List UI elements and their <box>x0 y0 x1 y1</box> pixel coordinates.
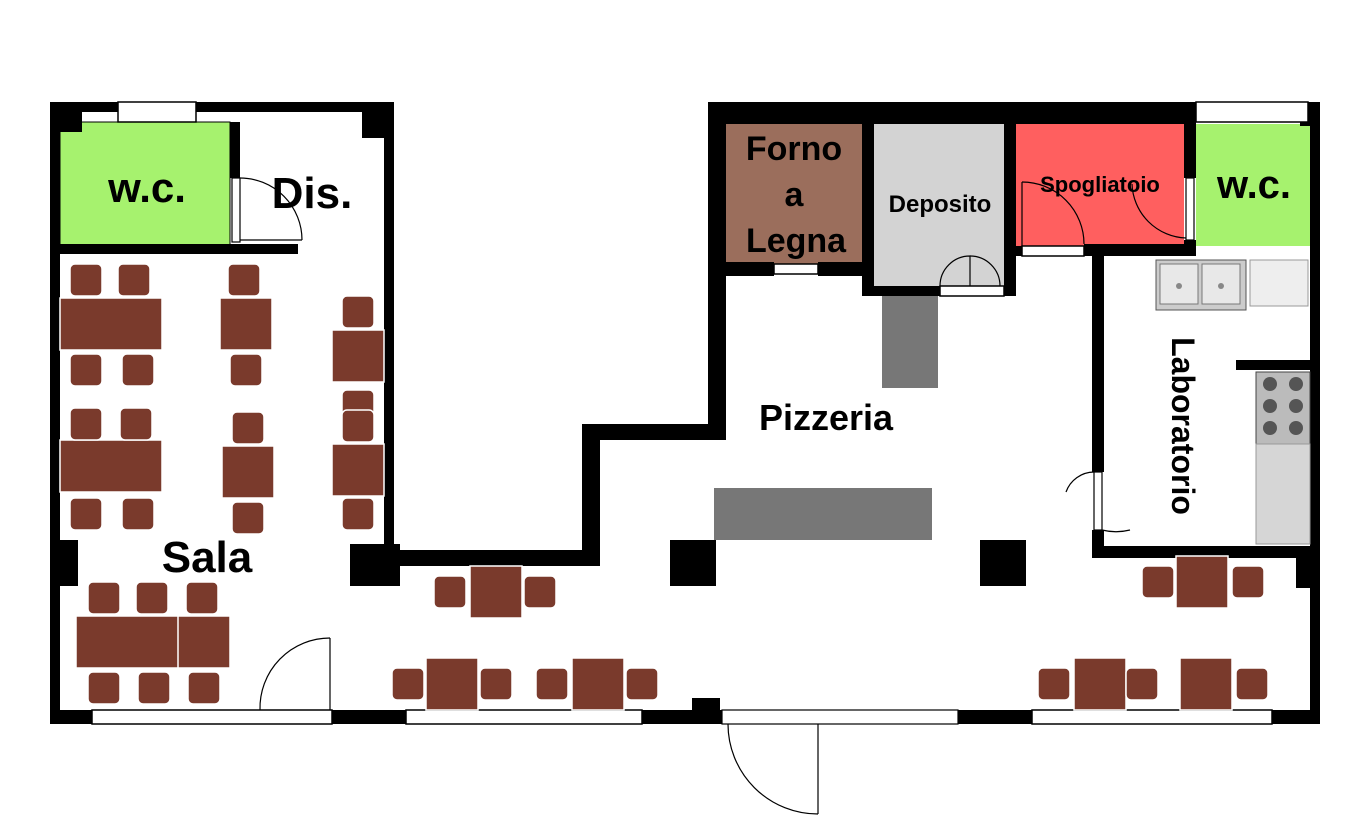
windows <box>91 101 1309 725</box>
table-icon <box>425 657 479 711</box>
chair-icon <box>227 263 261 297</box>
chair-icon <box>187 671 221 705</box>
table-icon <box>331 443 385 497</box>
table-icon <box>1179 657 1233 711</box>
table-icon <box>331 329 385 383</box>
chair-icon <box>137 671 171 705</box>
table-icon <box>1073 657 1127 711</box>
counter-main <box>714 488 932 540</box>
walls <box>50 102 1320 724</box>
stove-icon <box>1255 371 1311 545</box>
chair-icon <box>535 667 569 701</box>
chair-icon <box>87 581 121 615</box>
chair-icon <box>185 581 219 615</box>
chair-icon <box>1231 565 1265 599</box>
chair-icon <box>1141 565 1175 599</box>
pizzeria-label: Pizzeria <box>759 397 894 438</box>
wc-left-label: w.c. <box>107 164 186 211</box>
chair-icon <box>121 497 155 531</box>
deposito-label: Deposito <box>889 191 992 218</box>
dis-label: Dis. <box>272 169 353 218</box>
chair-icon <box>119 407 153 441</box>
chair-icon <box>229 353 263 387</box>
forno-room <box>726 124 862 264</box>
chair-icon <box>69 497 103 531</box>
wc-right-room <box>1196 124 1310 246</box>
table-icon <box>221 445 275 499</box>
furniture <box>59 263 1269 711</box>
table-icon <box>59 439 163 493</box>
chair-icon <box>1125 667 1159 701</box>
chair-icon <box>69 407 103 441</box>
table-icon <box>219 297 273 351</box>
chair-icon <box>117 263 151 297</box>
wc-left-room <box>59 121 231 247</box>
table-icon <box>59 297 163 351</box>
table-icon <box>1175 555 1229 609</box>
chair-icon <box>1235 667 1269 701</box>
forno-label-2: a <box>785 176 805 214</box>
door-swing-icon <box>231 177 1195 815</box>
table-icon <box>469 565 523 619</box>
forno-label-1: Forno <box>746 130 842 168</box>
laboratorio-label: Laboratorio <box>1165 337 1201 515</box>
spogliatoio-room <box>1016 124 1184 246</box>
chair-icon <box>231 411 265 445</box>
chair-icon <box>121 353 155 387</box>
table-icon <box>75 615 181 669</box>
chair-icon <box>341 295 375 329</box>
spogliatoio-label: Spogliatoio <box>1040 172 1160 197</box>
sink-icon <box>1155 259 1309 311</box>
chair-icon <box>341 497 375 531</box>
chair-icon <box>523 575 557 609</box>
sala-label: Sala <box>162 533 253 582</box>
chair-icon <box>135 581 169 615</box>
counter-top <box>882 296 938 388</box>
chair-icon <box>433 575 467 609</box>
table-icon <box>571 657 625 711</box>
chair-icon <box>341 409 375 443</box>
chair-icon <box>87 671 121 705</box>
chair-icon <box>391 667 425 701</box>
chair-icon <box>69 263 103 297</box>
chair-icon <box>1037 667 1071 701</box>
deposito-room <box>874 124 1004 287</box>
forno-label-3: Legna <box>746 222 847 260</box>
chair-icon <box>479 667 513 701</box>
wc-right-label: w.c. <box>1216 163 1291 207</box>
chair-icon <box>231 501 265 535</box>
chair-icon <box>625 667 659 701</box>
chair-icon <box>69 353 103 387</box>
table-icon <box>177 615 231 669</box>
